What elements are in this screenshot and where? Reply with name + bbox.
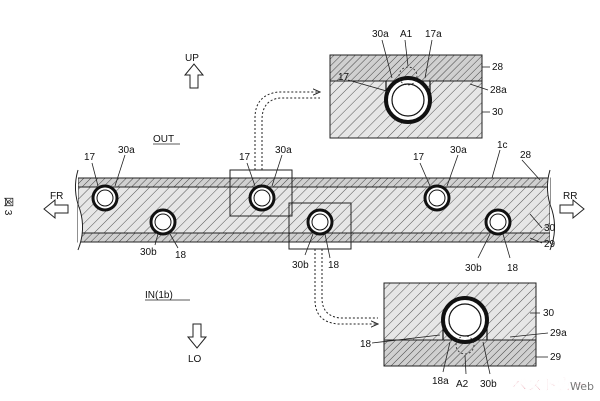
main-label-30a-b: 30a [275,145,292,156]
lo-arrow-icon [186,323,208,349]
up-arrow-icon [183,63,205,89]
break-line-right [546,169,556,251]
main-label-30: 30 [544,223,556,234]
label-fr: FR [50,191,63,202]
main-label-30b-c: 30b [465,263,482,274]
detail-arrow-bottom-shaft [321,249,378,319]
detail-arrow-top [254,92,320,170]
label-out: OUT [153,134,174,145]
tube-18-c [484,208,512,236]
figure-label: 図 3 [2,197,14,216]
detail-bottom-label-30: 30 [543,308,555,319]
watermark-logo-text: ベストカー [512,376,587,394]
tube-18-b [306,208,334,236]
detail-bottom-label-30b: 30b [480,379,497,390]
main-label-30a-c: 30a [450,145,467,156]
detail-bottom-tube-18 [441,296,489,344]
watermark-logo: ベストカー Web [512,376,594,395]
main-label-30b-b: 30b [292,260,309,271]
detail-bottom-layer-29 [383,339,537,367]
detail-arrow-top-shaft [261,97,320,170]
leader-lines-main [91,149,543,259]
main-label-30b-a: 30b [140,247,157,258]
detail-top-tube-17 [384,76,432,124]
main-label-18-a: 18 [175,250,187,261]
detail-top-circle-A1 [398,66,418,86]
watermark-suffix: Web [570,380,594,393]
label-in: IN(1b) [145,290,173,301]
detail-bottom-label-18a: 18a [432,376,449,387]
main-label-18-c: 18 [507,263,519,274]
layer-28 [77,177,551,188]
main-label-17-c: 17 [413,152,425,163]
fr-arrow-icon [43,198,69,220]
tube-18-a [149,208,177,236]
detail-top-label-28: 28 [492,62,504,73]
tube-17-b [248,184,276,212]
main-label-18-b: 18 [328,260,340,271]
detail-top-label-30a: 30a [372,29,389,40]
label-rr: RR [563,191,577,202]
detail-arrow-bottom [314,249,378,324]
main-label-29: 29 [544,239,556,250]
label-up: UP [185,53,199,64]
detail-bottom-label-29a: 29a [550,328,567,339]
break-line-left [74,169,84,251]
main-label-17-b: 17 [239,152,251,163]
main-label-17-a: 17 [84,152,96,163]
label-lo: LO [188,354,202,365]
detail-top-label-17a: 17a [425,29,442,40]
detail-top-label-30: 30 [492,107,504,118]
detail-top-label-A1: A1 [400,29,413,40]
main-label-30a-a: 30a [118,145,135,156]
detail-top-label-17: 17 [338,72,350,83]
tube-17-a [91,184,119,212]
main-label-1c: 1c [497,140,508,151]
callout-box-top [229,169,293,217]
detail-bottom [371,282,549,375]
detail-bottom-circle-A2 [455,335,475,355]
detail-bottom-label-A2: A2 [456,379,469,390]
rr-arrow-icon [559,198,585,220]
detail-top-label-28a: 28a [490,85,507,96]
callout-box-bottom [288,202,352,250]
layer-29 [77,232,551,243]
main-section [74,149,556,259]
detail-top [329,39,490,139]
main-label-28: 28 [520,150,532,161]
detail-bottom-label-29: 29 [550,352,562,363]
tube-17-c [423,184,451,212]
detail-bottom-label-18: 18 [360,339,372,350]
